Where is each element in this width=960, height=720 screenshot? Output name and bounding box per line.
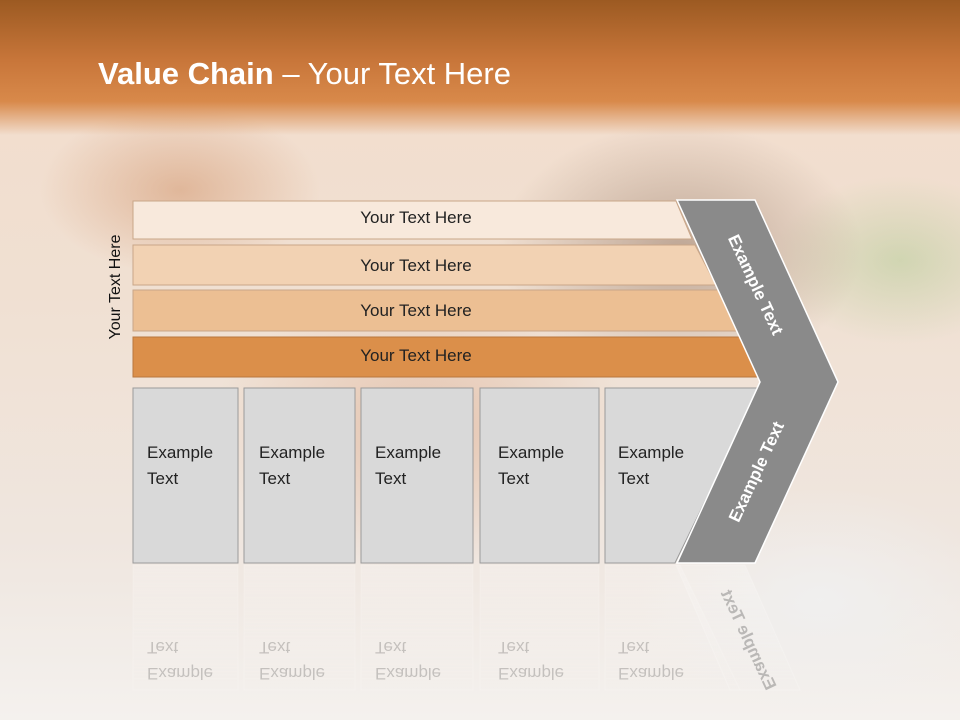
box-1-reflection-label: Example Text (147, 638, 214, 683)
bar-2-label: Your Text Here (360, 256, 472, 275)
box-5-label: Example Text (618, 443, 685, 488)
box-reflection (132, 564, 239, 691)
box-4-reflection-label: Example Text (498, 638, 565, 683)
bar-1-label: Your Text Here (360, 208, 472, 227)
box-reflection (243, 564, 356, 691)
page-title: Value Chain – Your Text Here (98, 56, 511, 92)
box-4 (479, 387, 600, 564)
box-4-label: Example Text (498, 443, 565, 488)
box-5 (604, 387, 761, 564)
box-reflection (479, 564, 600, 691)
box-3-label: Example Text (375, 443, 442, 488)
box-1-label: Example Text (147, 443, 214, 488)
box-2 (243, 387, 356, 564)
box-3-reflection-label: Example Text (375, 638, 442, 683)
box-2-reflection-label: Example Text (259, 638, 326, 683)
chevron-reflection (675, 564, 801, 691)
reflection-group (132, 564, 801, 691)
box-reflection (360, 564, 474, 691)
chevron-arrow (675, 199, 839, 564)
box-2-label: Example Text (259, 443, 326, 488)
bar-1 (132, 200, 693, 240)
header-band (0, 0, 960, 135)
bar-3-label: Your Text Here (360, 301, 472, 320)
title-bold: Value Chain (98, 56, 274, 91)
box-1 (132, 387, 239, 564)
box-3 (360, 387, 474, 564)
title-rest: – Your Text Here (273, 56, 511, 91)
bar-4-label: Your Text Here (360, 346, 472, 365)
box-5-reflection-label: Example Text (618, 638, 685, 683)
